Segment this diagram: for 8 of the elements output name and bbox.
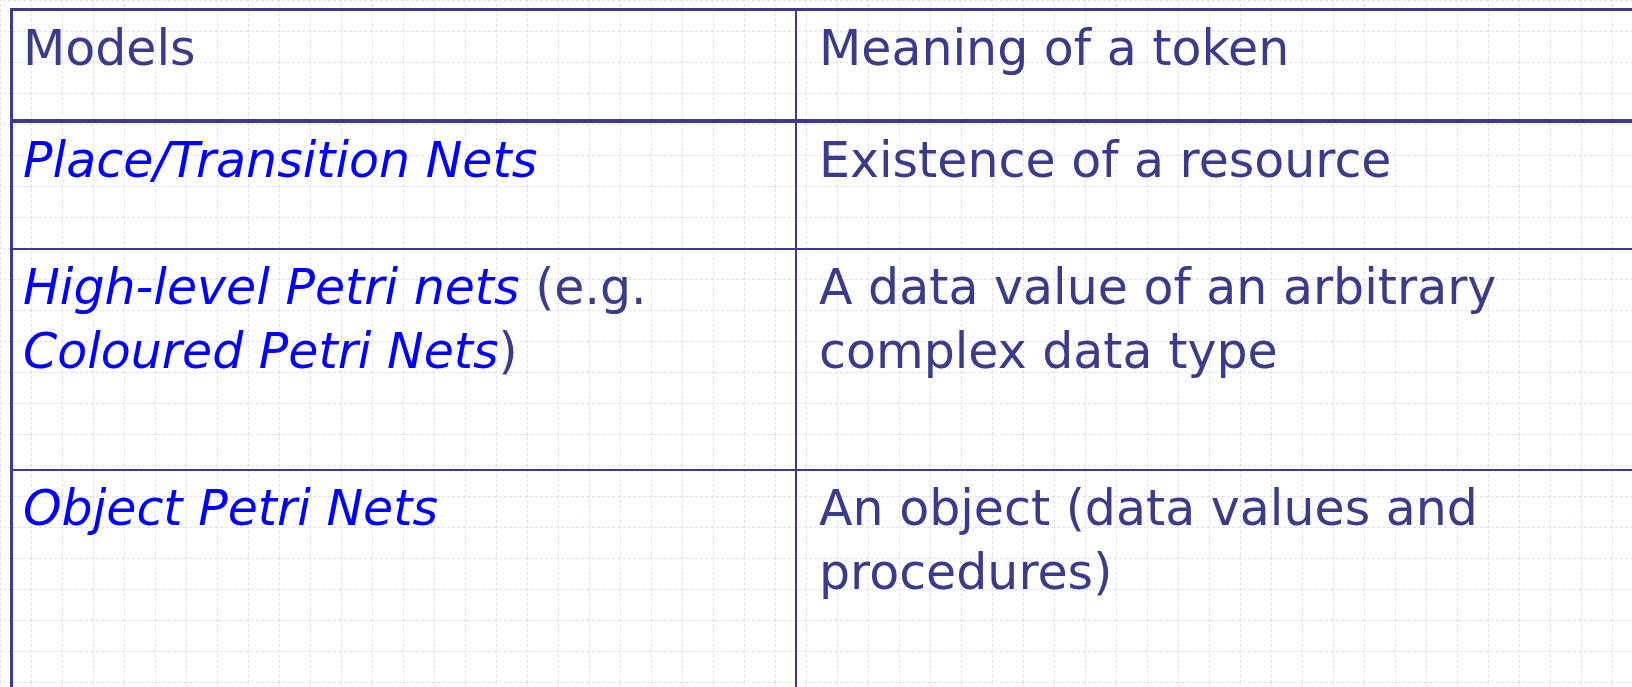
table-cell-text: Object Petri Nets [23,479,439,539]
table-cell-text: An object (data values and procedures) [819,479,1479,603]
table-cell-text: A data value of an arbitrary complex data type [819,258,1498,382]
table-cell-text: Existence of a resource [819,131,1393,191]
column-header: Meaning of a token [819,19,1291,79]
column-header: Models [23,19,197,79]
table-cell-text: High-level Petri nets (e.g. Coloured Petri Nets) [23,258,648,382]
table-cell-text: Place/Transition Nets [23,131,539,191]
